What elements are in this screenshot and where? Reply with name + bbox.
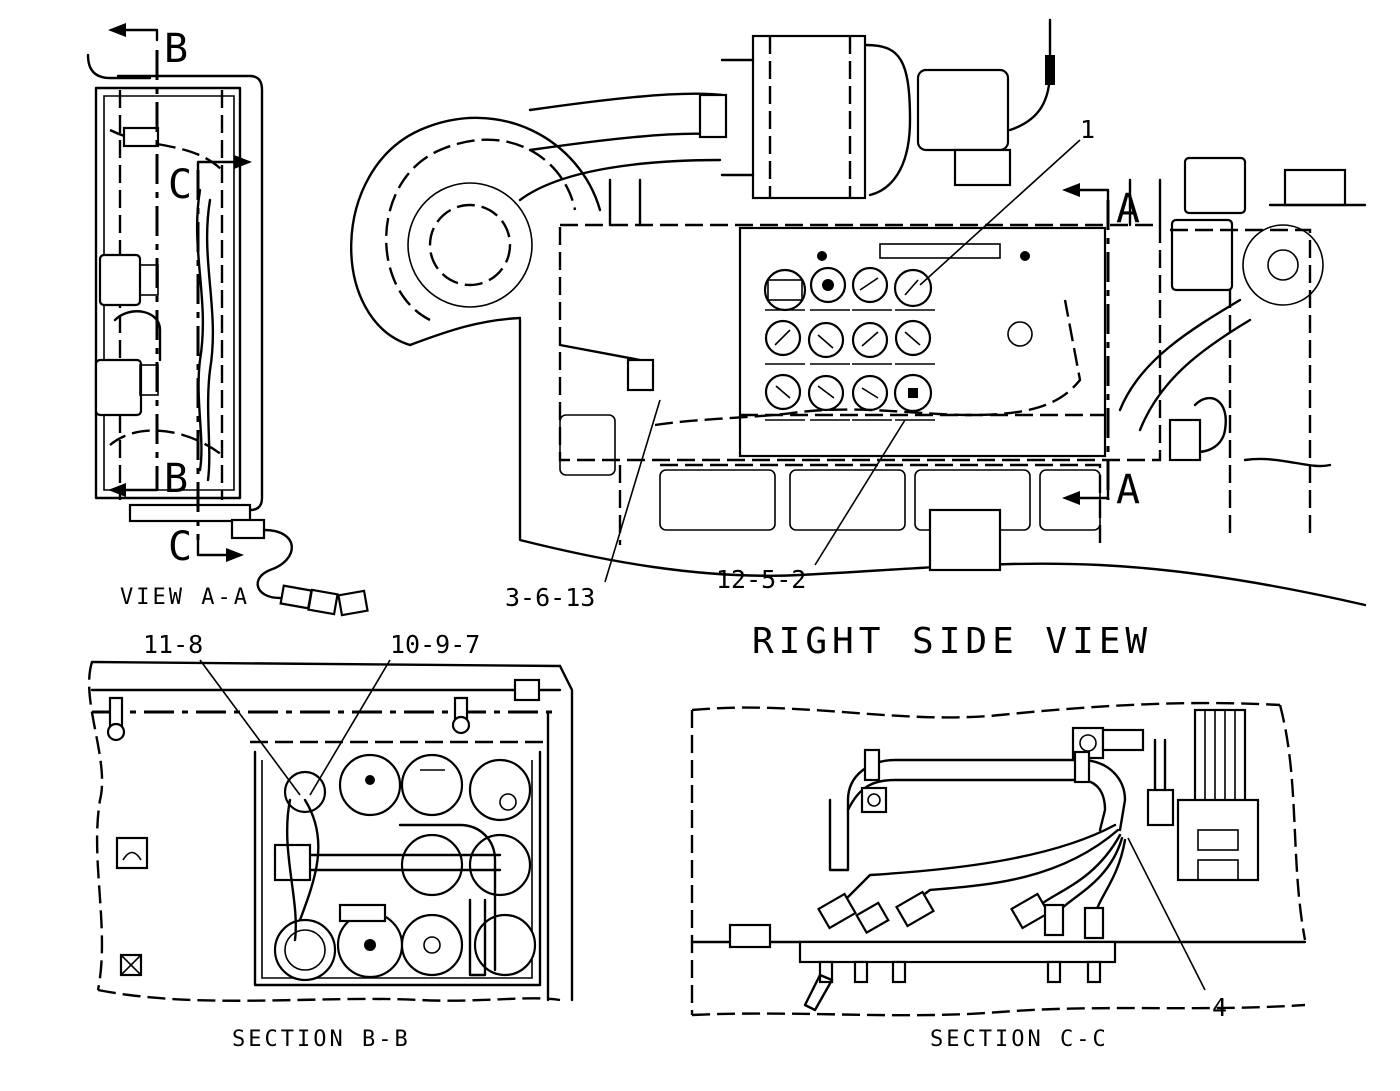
callout-11-8: 11-8	[143, 630, 203, 659]
section-bb-title: SECTION B-B	[232, 1027, 411, 1052]
callout-4: 4	[1212, 993, 1227, 1022]
section-bb-drawing	[87, 659, 574, 1002]
right-side-view-title: RIGHT SIDE VIEW	[752, 621, 1152, 662]
callout-3-6-13: 3-6-13	[505, 583, 595, 612]
callout-1: 1	[1080, 115, 1095, 144]
section-cc-title: SECTION C-C	[930, 1027, 1109, 1052]
gauge-cluster	[763, 266, 935, 421]
section-mark-a-top: A	[1116, 186, 1140, 232]
callout-12-5-2: 12-5-2	[716, 565, 806, 594]
section-mark-c-bottom: C	[168, 524, 192, 570]
view-aa-title: VIEW A-A	[120, 585, 250, 610]
callout-10-9-7: 10-9-7	[390, 630, 480, 659]
view-aa-drawing	[86, 23, 369, 617]
section-cc-drawing	[690, 701, 1307, 1017]
section-mark-c-top: C	[168, 162, 192, 208]
section-mark-b-bottom: B	[164, 456, 188, 502]
section-mark-a-bottom: A	[1116, 467, 1140, 513]
section-mark-b-top: B	[164, 26, 188, 72]
right-side-view-drawing	[350, 18, 1367, 607]
